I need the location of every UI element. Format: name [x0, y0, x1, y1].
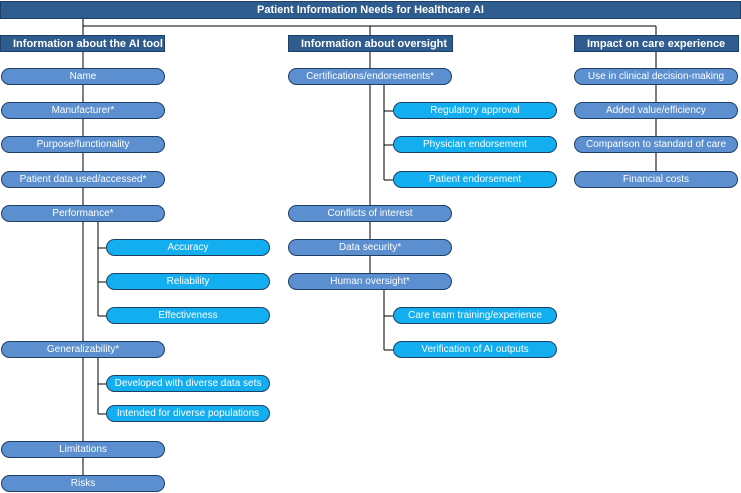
node-diverse-data-sets: Developed with diverse data sets: [106, 375, 270, 392]
node-effectiveness: Effectiveness: [106, 307, 270, 324]
node-generalizability: Generalizability*: [1, 341, 165, 358]
node-physician-endorsement: Physician endorsement: [393, 136, 557, 153]
node-risks: Risks: [1, 475, 165, 492]
node-patient-endorsement: Patient endorsement: [393, 171, 557, 188]
node-conflicts-of-interest: Conflicts of interest: [288, 205, 452, 222]
column-header-care-experience: Impact on care experience: [574, 35, 739, 52]
node-regulatory-approval: Regulatory approval: [393, 102, 557, 119]
node-clinical-decision-making: Use in clinical decision-making: [574, 68, 738, 85]
node-diverse-populations: Intended for diverse populations: [106, 405, 270, 422]
node-care-team-training: Care team training/experience: [393, 307, 557, 324]
node-purpose-functionality: Purpose/functionality: [1, 136, 165, 153]
node-added-value-efficiency: Added value/efficiency: [574, 102, 738, 119]
column-header-ai-tool: Information about the AI tool: [0, 35, 165, 52]
node-financial-costs: Financial costs: [574, 171, 738, 188]
node-data-security: Data security*: [288, 239, 452, 256]
node-reliability: Reliability: [106, 273, 270, 290]
column-header-oversight: Information about oversight: [288, 35, 453, 52]
node-limitations: Limitations: [1, 441, 165, 458]
node-verification-ai-outputs: Verification of AI outputs: [393, 341, 557, 358]
node-human-oversight: Human oversight*: [288, 273, 452, 290]
node-performance: Performance*: [1, 205, 165, 222]
node-comparison-standard-of-care: Comparison to standard of care: [574, 136, 738, 153]
node-name: Name: [1, 68, 165, 85]
node-accuracy: Accuracy: [106, 239, 270, 256]
node-manufacturer: Manufacturer*: [1, 102, 165, 119]
diagram-title: Patient Information Needs for Healthcare…: [0, 1, 741, 19]
node-certifications-endorsements: Certifications/endorsements*: [288, 68, 452, 85]
node-patient-data-used: Patient data used/accessed*: [1, 171, 165, 188]
